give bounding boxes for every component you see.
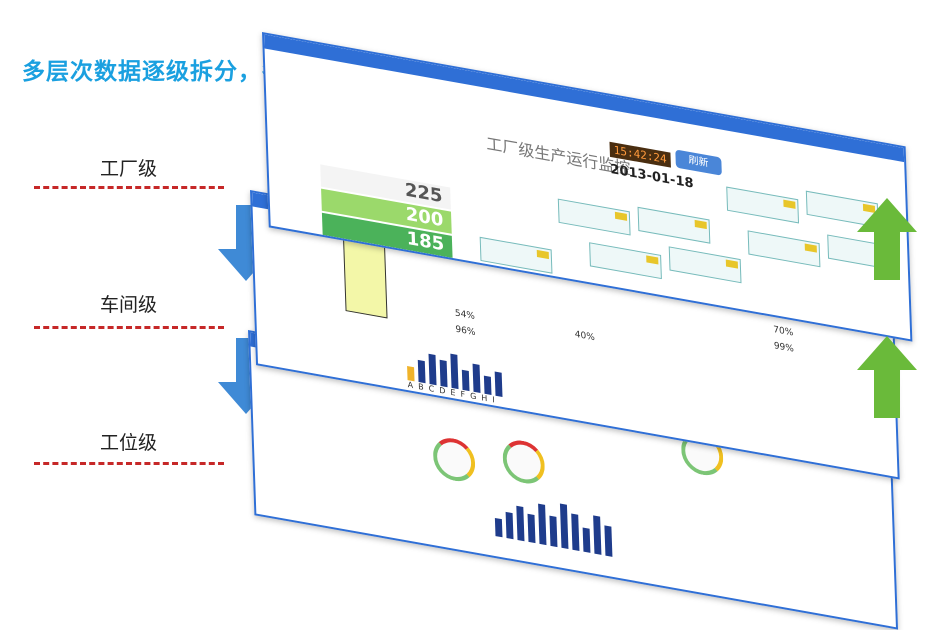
bar-chart bbox=[494, 486, 613, 557]
axis-tick: E bbox=[450, 387, 456, 398]
status-card[interactable] bbox=[637, 206, 711, 244]
stat-value: 40% bbox=[574, 329, 596, 344]
panel-title-bar bbox=[264, 34, 905, 163]
axis-tick: A bbox=[407, 380, 414, 391]
status-card[interactable] bbox=[668, 246, 742, 284]
arrow-up-icon bbox=[857, 336, 917, 418]
axis-tick: I bbox=[492, 395, 495, 405]
axis-tick: F bbox=[460, 389, 466, 400]
status-card[interactable] bbox=[726, 186, 800, 224]
axis-tick: C bbox=[428, 383, 435, 394]
status-card[interactable] bbox=[589, 242, 662, 280]
level-label-workshop: 车间级 bbox=[100, 294, 158, 316]
equipment-block bbox=[343, 238, 388, 319]
dashed-divider bbox=[34, 326, 224, 329]
axis-tick: D bbox=[439, 385, 446, 396]
axis-tick: G bbox=[469, 391, 477, 402]
stat-value: 99% bbox=[773, 341, 795, 355]
axis-tick: B bbox=[418, 381, 424, 392]
stat-value: 54% bbox=[454, 308, 476, 323]
refresh-button[interactable]: 刷新 bbox=[675, 149, 722, 176]
arrow-up-icon bbox=[857, 198, 917, 280]
dashed-divider bbox=[34, 186, 224, 189]
level-label-factory: 工厂级 bbox=[100, 158, 158, 180]
axis-tick: H bbox=[481, 393, 488, 404]
status-card[interactable] bbox=[557, 198, 631, 236]
stat-value: 70% bbox=[773, 324, 794, 339]
level-label-station: 工位级 bbox=[100, 432, 158, 454]
stat-value: 96% bbox=[455, 324, 476, 339]
gauge-icon bbox=[432, 434, 476, 485]
dashed-divider bbox=[34, 462, 224, 465]
status-card[interactable] bbox=[747, 230, 821, 268]
gauge-icon bbox=[502, 437, 546, 487]
